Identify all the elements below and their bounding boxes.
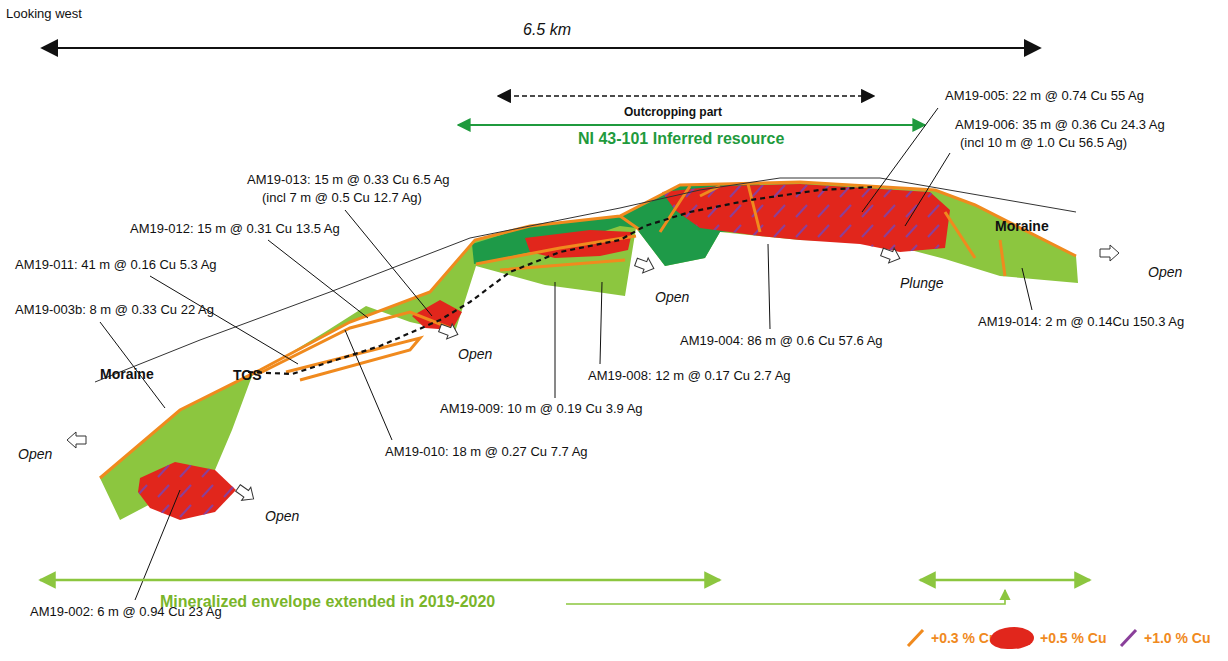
view-direction: Looking west [6, 6, 82, 22]
drill-intercept: AM19-006: 35 m @ 0.36 Cu 24.3 Ag [955, 117, 1165, 133]
high-grade-zone [138, 462, 236, 520]
zone-label: NI 43-101 Inferred resource [578, 131, 784, 147]
drill-intercept: AM19-012: 15 m @ 0.31 Cu 13.5 Ag [130, 221, 340, 237]
drill-intercept: AM19-003b: 8 m @ 0.33 Cu 22 Ag [15, 302, 214, 318]
plunge-note: Plunge [900, 275, 944, 291]
length-arrow [42, 47, 1040, 49]
open-arrow [437, 320, 460, 342]
drill-intercept: AM19-013: 15 m @ 0.33 Cu 6.5 Ag [247, 172, 450, 188]
open-arrow [233, 481, 258, 505]
drill-intercept: AM19-004: 86 m @ 0.6 Cu 57.6 Ag [680, 333, 883, 349]
envelope-arrow [40, 579, 720, 582]
open-note: Open [458, 346, 492, 362]
open-arrow [67, 432, 86, 448]
drill-intercept: AM19-009: 10 m @ 0.19 Cu 3.9 Ag [440, 401, 643, 417]
mineralized-envelope [100, 182, 1078, 520]
very-high-grade-hatch [138, 462, 236, 520]
drill-intercept: AM19-005: 22 m @ 0.74 Cu 55 Ag [945, 88, 1144, 104]
drill-intercept: (incl 7 m @ 0.5 Cu 12.7 Ag) [262, 190, 422, 206]
legend-text: +1.0 % Cu [1144, 630, 1211, 646]
outcrop-arrow [498, 95, 874, 97]
plunge-arrow [879, 244, 902, 266]
surface-line [95, 178, 1076, 382]
legend-line-sample [1118, 627, 1140, 649]
zone-label: Outcropping part [624, 104, 722, 120]
open-note: Open [265, 508, 299, 524]
grade-contour [100, 182, 1076, 478]
drill-intercept: AM19-014: 2 m @ 0.14Cu 150.3 Ag [978, 314, 1184, 330]
drill-intercept: AM19-008: 12 m @ 0.17 Cu 2.7 Ag [588, 368, 791, 384]
envelope-label: Mineralized envelope extended in 2019-20… [160, 594, 495, 610]
cover-label: Moraine [995, 218, 1049, 234]
drill-intercept: AM19-010: 18 m @ 0.27 Cu 7.7 Ag [385, 444, 588, 460]
open-note: Open [18, 446, 52, 462]
contact-label: TOS [233, 367, 262, 383]
drill-intercept: AM19-011: 41 m @ 0.16 Cu 5.3 Ag [15, 257, 217, 273]
open-arrow [1100, 245, 1119, 261]
legend-swatch [990, 627, 1034, 649]
open-note: Open [655, 289, 689, 305]
open-note: Open [1148, 264, 1182, 280]
envelope-arrow [920, 579, 1090, 582]
cover-label: Moraine [100, 366, 154, 382]
open-arrow [633, 254, 656, 276]
resource-arrow [458, 124, 925, 126]
legend-line-sample [905, 627, 927, 649]
leader-line [100, 108, 1032, 600]
envelope-pointer [566, 590, 1005, 604]
drill-intercept: (incl 10 m @ 1.0 Cu 56.5 Ag) [960, 135, 1127, 151]
legend-text: +0.5 % Cu [1040, 630, 1107, 646]
dimension: 6.5 km [523, 22, 571, 38]
legend-text: +0.3 % Cu [931, 630, 998, 646]
